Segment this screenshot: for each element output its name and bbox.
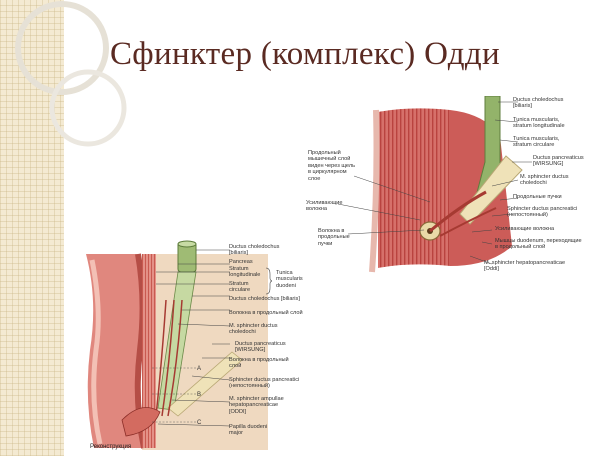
letter-c: C [197, 420, 202, 426]
pancreatic-duct-shape [459, 155, 523, 225]
label-sphincter-pancreatici-top: Sphincter ductus pancreatici (непостоянн… [507, 206, 578, 219]
top-anatomy-figure [337, 96, 532, 273]
label-m-sphincter-ampullae: M. sphincter ampullae hepatopancreaticae… [229, 396, 284, 415]
label-stratum-longitudinale: Stratum longitudinale [229, 266, 261, 279]
label-fibers-longitudinal: Волокна в продольный слой [229, 310, 303, 316]
duodenal-wall-shape [378, 108, 450, 269]
label-stratum-circulare: Stratum circulare [229, 281, 251, 294]
label-pancreas: Pancreas [229, 259, 253, 265]
label-ductus-pancreaticus-top: Ductus pancreaticus [WIRSUNG] [533, 155, 584, 168]
label-reinforcing-fibers-left: Усиливающие волокна [306, 200, 343, 213]
label-papilla-duodeni: Papilla duodeni major [229, 424, 268, 437]
decorative-circles [15, 1, 127, 147]
label-ductus-choledochus-bottom: Ductus choledochus [biliaris] [229, 244, 280, 257]
label-longitudinal-bundles: Продольные пучки [513, 194, 562, 200]
figure-caption: Реконструкция [90, 444, 132, 450]
label-longitudinal-layer: Продольный мышечный слой виден через щел… [308, 150, 356, 182]
page-title: Сфинктер (комплекс) Одди [110, 36, 500, 72]
bottom-anatomy-figure [86, 240, 272, 450]
label-ductus-choledochus-top: Ductus choledochus [biliaris] [513, 97, 564, 110]
label-m-sphincter-choledochi-top: M. sphincter ductus choledochi [520, 174, 569, 187]
label-m-sphincter-hepatopancreaticae: M. sphincter hepatopancreaticae [Oddi] [484, 260, 566, 273]
label-duodenum-muscles: Мышцы duodenum, переходящие в продольный… [495, 238, 582, 251]
label-sphincter-pancreatici-bottom: Sphincter ductus pancreatici (непостоянн… [229, 377, 300, 390]
label-tunica-muscularis-duodeni: Tunica muscularis duodeni [276, 270, 303, 289]
letter-a: A [197, 366, 202, 372]
pancreatic-duct-shape-bottom [167, 351, 243, 417]
letter-b: B [197, 392, 202, 398]
label-m-sphincter-choledochi-bottom: M. sphincter ductus choledochi [229, 323, 278, 336]
label-tunica-longitudinale: Tunica muscularis, stratum longitudinale [513, 117, 565, 130]
label-reinforcing-fibers-right: Усиливающие волокна [495, 226, 555, 232]
label-ductus-choledochus-2: Ductus choledochus [biliaris] [229, 296, 300, 302]
label-fibers-longitudinal-2: Волокна в продольный слой [229, 357, 289, 370]
label-tunica-circulare: Tunica muscularis, stratum circulare [513, 136, 560, 149]
label-ductus-pancreaticus-bottom: Ductus pancreaticus [WIRSUNG] [235, 341, 286, 354]
label-fibers-to-bundles: Волокна в продольные пучки [318, 228, 350, 247]
duodenum-wall-shape [86, 254, 144, 448]
